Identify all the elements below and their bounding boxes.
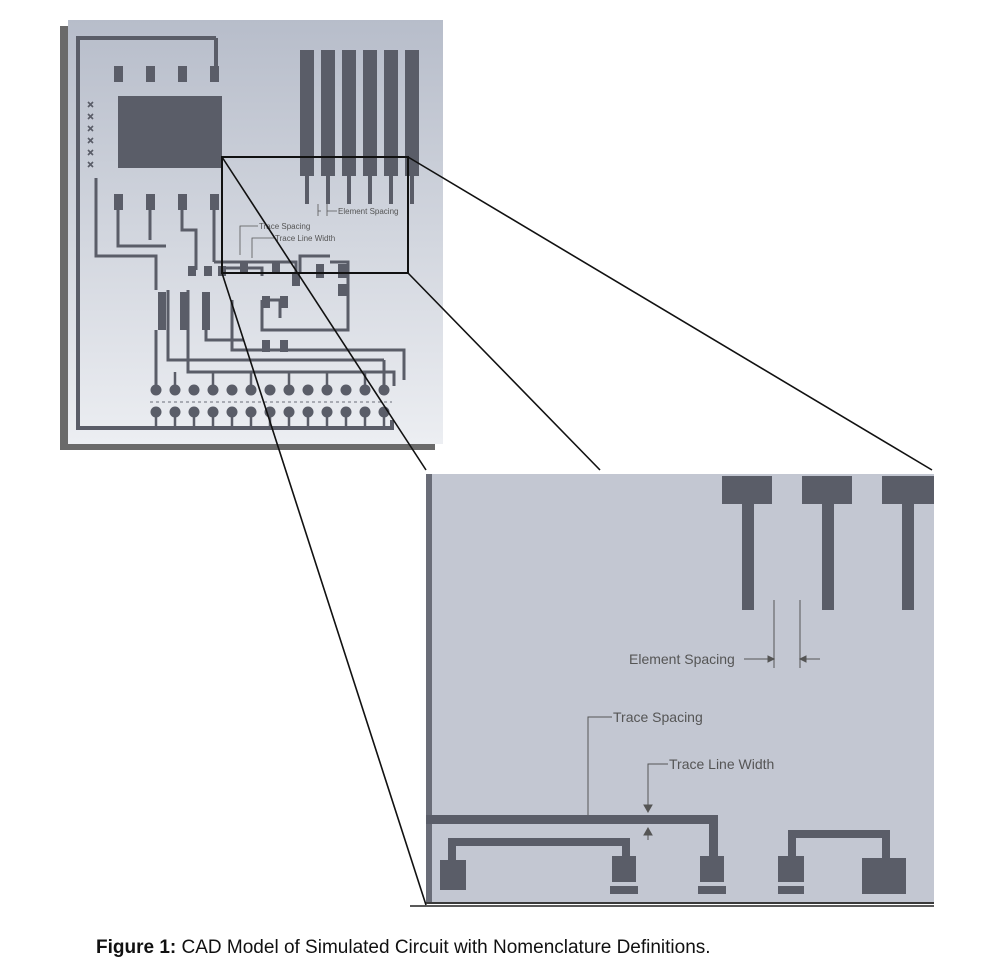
zoom-callout-lines bbox=[221, 156, 933, 906]
sensor-elements bbox=[300, 50, 419, 204]
element-spacing-dimension bbox=[744, 600, 820, 668]
zoom-trace-spacing-label: Trace Spacing bbox=[613, 709, 703, 725]
ic-pad bbox=[178, 194, 187, 210]
overview-annotations: Element Spacing Trace Spacing Trace Line… bbox=[239, 204, 398, 258]
ic-pad bbox=[146, 66, 155, 82]
overview-element-spacing-label: Element Spacing bbox=[338, 207, 398, 216]
ic-pad bbox=[210, 194, 219, 210]
zoom-component-pads bbox=[440, 856, 906, 894]
zoom-trace-line-width-label: Trace Line Width bbox=[669, 756, 774, 772]
zoom-ground-edge bbox=[426, 474, 432, 902]
ground-trace bbox=[76, 36, 394, 430]
ic-pad bbox=[178, 66, 187, 82]
routing-traces bbox=[94, 178, 406, 388]
overview-board: Element Spacing Trace Spacing Trace Line… bbox=[60, 20, 443, 450]
figure-caption: Figure 1: CAD Model of Simulated Circuit… bbox=[96, 937, 711, 959]
callout-line-top-left bbox=[221, 156, 427, 471]
zoom-traces bbox=[426, 815, 890, 865]
via-markers bbox=[87, 101, 94, 168]
ic-pad bbox=[114, 66, 123, 82]
zoom-elements bbox=[722, 476, 934, 610]
board-artwork bbox=[76, 36, 419, 430]
zoom-element-spacing-label: Element Spacing bbox=[629, 651, 735, 667]
overview-trace-spacing-label: Trace Spacing bbox=[259, 222, 310, 231]
ic-chip bbox=[118, 96, 222, 168]
zoom-bottom-edge bbox=[426, 902, 934, 904]
board-shadow-left bbox=[60, 26, 68, 450]
figure-caption-label: Figure 1: bbox=[96, 937, 177, 958]
callout-line-bottom-right bbox=[407, 272, 601, 471]
ic-pad bbox=[210, 66, 219, 82]
connector-pin-legs bbox=[154, 372, 386, 429]
connector-pins-row2 bbox=[150, 406, 390, 418]
trace-line-width-leader bbox=[643, 763, 668, 840]
small-components bbox=[158, 262, 348, 352]
overview-trace-line-width-label: Trace Line Width bbox=[275, 234, 335, 243]
connector-pins-row1 bbox=[150, 384, 390, 396]
callout-line-top-right bbox=[407, 156, 933, 471]
zoom-panel: Element Spacing Trace Spacing Trace Line… bbox=[410, 474, 934, 907]
trace-spacing-leader bbox=[587, 716, 612, 824]
zoom-selection-box bbox=[221, 156, 409, 274]
callout-line-bottom-left bbox=[221, 272, 427, 906]
figure-caption-text: CAD Model of Simulated Circuit with Nome… bbox=[181, 937, 711, 958]
ic-pad bbox=[146, 194, 155, 210]
ic-pad bbox=[114, 194, 123, 210]
board-shadow-bottom bbox=[60, 442, 435, 450]
